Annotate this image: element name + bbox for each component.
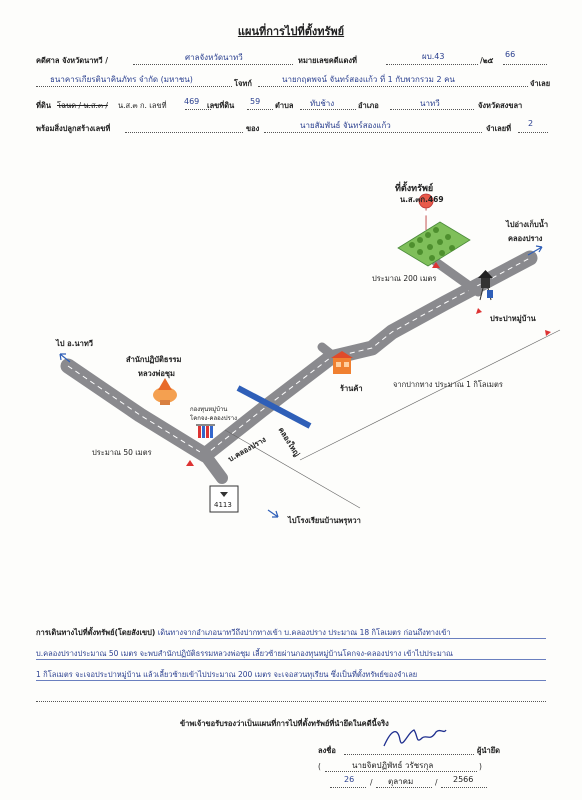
court-line bbox=[133, 64, 293, 65]
defendant-value: นายกฤตพจน์ จันทร์สองแก้ว ที่ 1 กับพวกรวม… bbox=[282, 75, 455, 84]
to-nathawi-label: ไป อ.นาทวี bbox=[56, 339, 93, 348]
direction-line-east bbox=[299, 329, 561, 461]
temple-icon bbox=[153, 378, 177, 405]
signature-icon bbox=[383, 729, 447, 747]
directions-blank-line bbox=[36, 701, 546, 702]
case-number-line bbox=[386, 64, 478, 65]
plaintiff-label: โจทก์ bbox=[234, 79, 252, 88]
building-line bbox=[125, 132, 243, 133]
certify-statement: ข้าพเจ้าขอรับรองว่าเป็นแผนที่การไปที่ตั้… bbox=[180, 719, 389, 728]
name-open-paren: ( bbox=[318, 762, 321, 771]
property-parcel bbox=[397, 221, 471, 267]
building-label: พร้อมสิ่งปลูกสร้างเลขที่ bbox=[36, 124, 111, 133]
owner-value: นายสัมพันธ์ จันทร์สองแก้ว bbox=[300, 121, 391, 130]
district-line bbox=[390, 109, 474, 110]
directions-text-2: บ.คลองปรางประมาณ 50 เมตร จะพบสำนักปฏิบัต… bbox=[36, 649, 453, 658]
parcel-label: เลขที่ดิน bbox=[207, 101, 235, 110]
land-label: ที่ดิน bbox=[36, 101, 51, 110]
route-number: 4113 bbox=[214, 501, 232, 509]
arrow-to-reservoir-icon bbox=[527, 245, 543, 256]
year-line bbox=[441, 787, 487, 788]
date-slash-2: / bbox=[435, 778, 438, 787]
month-line bbox=[376, 787, 432, 788]
parcel-line bbox=[247, 109, 273, 110]
road-to-school bbox=[199, 449, 228, 484]
case-year-value: 66 bbox=[505, 50, 516, 59]
to-reservoir-label-2: คลองปราง bbox=[508, 234, 543, 243]
plaintiff-line bbox=[36, 86, 232, 87]
defendant-line bbox=[258, 86, 528, 87]
defendant-label: จำเลย bbox=[530, 79, 551, 88]
property-doc-label: น.ส.๓ก.469 bbox=[400, 195, 444, 204]
distance-markers bbox=[186, 262, 551, 466]
seizer-label: ผู้นำยึด bbox=[477, 746, 500, 755]
road-to-property bbox=[431, 257, 483, 297]
owner-line bbox=[264, 132, 482, 133]
owner-label: ของ bbox=[246, 124, 260, 133]
sign-day: 26 bbox=[344, 775, 355, 784]
defendant-no-line bbox=[518, 132, 548, 133]
village-fund-label-2: โคกจง-คลองปราง bbox=[190, 415, 238, 422]
subdistrict-label: ตำบล bbox=[275, 101, 294, 110]
directions-underline-1 bbox=[180, 638, 546, 639]
district-label: อำเภอ bbox=[358, 101, 379, 110]
case-year-line bbox=[503, 64, 547, 65]
directions-line-1: การเดินทางไปที่ตั้งทรัพย์(โดยสังเขป) เดิ… bbox=[36, 627, 546, 639]
land-struck-types: โฉนด / น.ส.๓ / bbox=[57, 101, 108, 110]
distance-50-label: ประมาณ 50 เมตร bbox=[92, 448, 152, 457]
date-slash-1: / bbox=[370, 778, 373, 787]
directions-text-3: 1 กิโลเมตร จะเจอประปาหมู่บ้าน แล้วเลี้ยว… bbox=[36, 670, 418, 679]
canal-line bbox=[236, 385, 312, 429]
sign-line bbox=[344, 754, 474, 755]
land-no-value: 469 bbox=[184, 97, 200, 106]
village-fund-icon bbox=[196, 424, 215, 438]
property-label: ที่ตั้งทรัพย์ bbox=[395, 184, 434, 194]
sign-label: ลงชื่อ bbox=[318, 746, 336, 755]
directions-underline-2 bbox=[36, 659, 546, 660]
case-number-value: ผบ.43 bbox=[422, 52, 445, 61]
main-road-centerline bbox=[67, 257, 531, 456]
day-line bbox=[330, 787, 366, 788]
arrow-to-school-icon bbox=[267, 509, 279, 518]
sign-month: ตุลาคม bbox=[388, 777, 414, 786]
defendant-no-label: จำเลยที่ bbox=[486, 124, 512, 133]
defendant-no-value: 2 bbox=[528, 119, 534, 128]
name-close-paren: ) bbox=[479, 762, 482, 771]
case-year-prefix: /๒๕ bbox=[480, 56, 494, 65]
court-label: คดีศาล จังหวัดนาทวี / bbox=[36, 56, 108, 65]
district-value: นาทวี bbox=[420, 99, 440, 108]
province-label: จังหวัดสงขลา bbox=[478, 101, 523, 110]
shop-icon bbox=[331, 351, 353, 374]
temple-label-2: หลวงพ่อชุม bbox=[138, 369, 175, 378]
directions-label: การเดินทางไปที่ตั้งทรัพย์(โดยสังเขป) bbox=[36, 628, 156, 637]
parcel-value: 59 bbox=[250, 97, 261, 106]
subdistrict-line bbox=[300, 109, 356, 110]
directions-text-1: เดินทางจากอำเภอนาทวีถึงปากทางเข้า บ.คลอง… bbox=[157, 628, 451, 637]
case-number-label: หมายเลขคดีแดงที่ bbox=[298, 56, 357, 65]
village-fund-label-1: กองทุนหมู่บ้าน bbox=[190, 406, 228, 413]
sign-year: 2566 bbox=[453, 775, 474, 784]
land-type: น.ส.๓ ก. เลขที่ bbox=[118, 101, 167, 110]
plaintiff-value: ธนาคารเกียรตินาคินภัทร จำกัด (มหาชน) bbox=[50, 75, 193, 84]
route-shield-icon bbox=[209, 485, 239, 513]
subdistrict-value: ทับช้าง bbox=[310, 99, 335, 108]
location-map bbox=[59, 193, 561, 518]
page-title: แผนที่การไปที่ตั้งทรัพย์ bbox=[237, 25, 345, 38]
direction-line-south bbox=[224, 429, 361, 509]
temple-label-1: สำนักปฏิบัติธรรม bbox=[126, 355, 182, 364]
water-tower-icon bbox=[478, 270, 493, 301]
to-reservoir-label-1: ไปอ่างเก็บน้ำ bbox=[506, 220, 549, 229]
name-line bbox=[325, 771, 477, 772]
from-junction-label: จากปากทาง ประมาณ 1 กิโลเมตร bbox=[393, 380, 503, 389]
directions-underline-3 bbox=[36, 680, 546, 681]
shop-label: ร้านค้า bbox=[340, 384, 363, 393]
arrow-to-nathawi-icon bbox=[59, 353, 71, 363]
village-water-label: ประปาหมู่บ้าน bbox=[490, 314, 536, 323]
durian-trees bbox=[409, 227, 455, 261]
seizer-name: นายจิตปฏิพัทธ์ วรัชรกุล bbox=[352, 761, 434, 770]
distance-200-label: ประมาณ 200 เมตร bbox=[372, 274, 437, 283]
to-school-label: ไปโรงเรียนบ้านพรุหวา bbox=[288, 516, 361, 525]
land-no-line bbox=[185, 109, 211, 110]
court-value: ศาลจังหวัดนาทวี bbox=[185, 53, 243, 62]
